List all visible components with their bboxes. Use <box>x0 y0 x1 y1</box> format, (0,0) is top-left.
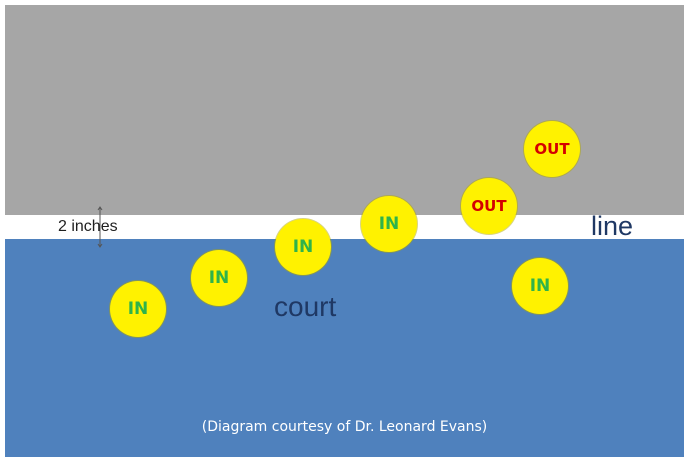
ball-label: OUT <box>471 197 507 215</box>
ball-in-2: IN <box>191 250 247 306</box>
ball-label: IN <box>292 237 314 257</box>
ball-in-3: IN <box>275 219 331 275</box>
ball-out-1: OUT <box>461 178 517 234</box>
line-width-label: 2 inches <box>58 218 118 235</box>
ball-label: IN <box>127 299 149 319</box>
court-line <box>5 215 684 239</box>
out-area <box>5 5 684 215</box>
ball-in-4: IN <box>361 196 417 252</box>
line-width-dimension-marker <box>97 206 103 248</box>
ball-label: IN <box>378 214 400 234</box>
ball-in-5: IN <box>512 258 568 314</box>
ball-out-2: OUT <box>524 121 580 177</box>
court-label: court <box>274 291 337 322</box>
court-area <box>5 239 684 457</box>
ball-label: IN <box>208 268 230 288</box>
diagram-credit: (Diagram courtesy of Dr. Leonard Evans) <box>201 419 488 435</box>
tennis-line-call-diagram: 2 inches line court IN IN IN IN OUT OUT … <box>5 5 684 457</box>
ball-in-1: IN <box>110 281 166 337</box>
ball-label: IN <box>529 276 551 296</box>
line-label: line <box>591 211 634 241</box>
ball-label: OUT <box>534 140 570 158</box>
